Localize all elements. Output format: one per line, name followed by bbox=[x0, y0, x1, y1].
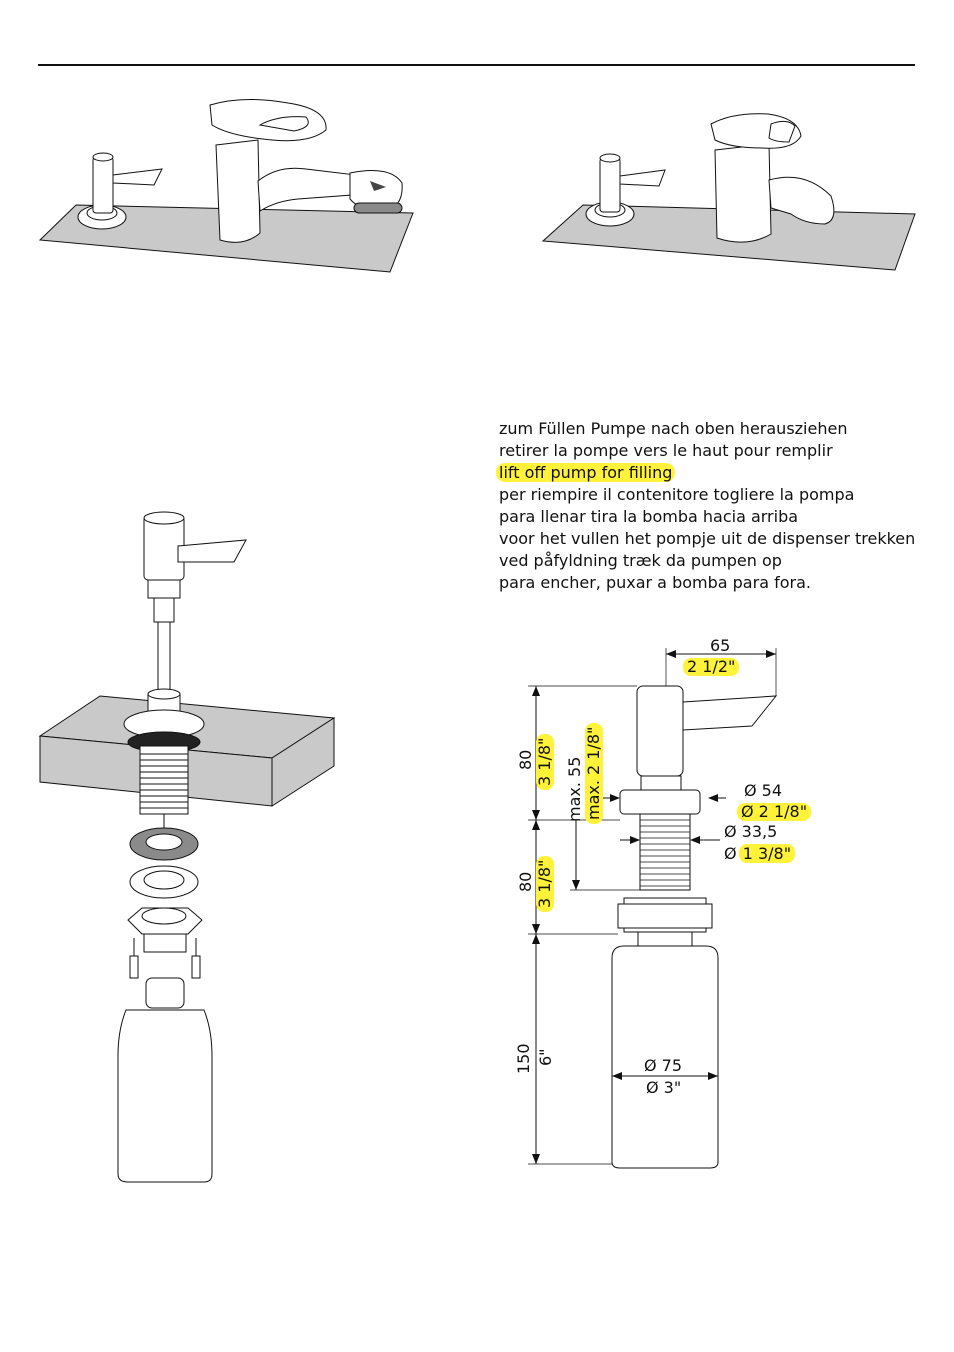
exploded-assembly-illustration bbox=[38, 511, 336, 1183]
dim-shank-mm: Ø 33,5 bbox=[724, 822, 778, 841]
dim-width-mm: 65 bbox=[710, 636, 731, 655]
instruction-da: ved påfyldning træk da pumpen op bbox=[499, 551, 782, 570]
dim-max-in: max. 2 1/8" bbox=[584, 722, 603, 824]
dim-shank-in-row: Ø 1 3/8" bbox=[724, 844, 796, 863]
dim-bottle-height-mm: 150 bbox=[514, 1043, 533, 1074]
dim-shank-in-prefix: Ø bbox=[724, 844, 737, 863]
header-rule bbox=[38, 64, 915, 66]
faucet-standard-illustration bbox=[541, 113, 916, 271]
instruction-it: per riempire il contenitore togliere la … bbox=[499, 485, 855, 504]
dim-height-mid-in: 3 1/8" bbox=[535, 855, 554, 912]
dim-bottle-height-in: 6" bbox=[536, 1048, 555, 1066]
dim-height-top-in: 3 1/8" bbox=[535, 733, 554, 790]
dim-width-in: 2 1/2" bbox=[683, 658, 740, 676]
dim-flange-mm: Ø 54 bbox=[744, 781, 783, 800]
dim-height-top-mm: 80 bbox=[516, 749, 535, 770]
dim-bottle-diameter-mm: Ø 75 bbox=[644, 1056, 683, 1075]
dimension-drawing bbox=[528, 648, 778, 1169]
instruction-en-highlight: lift off pump for filling bbox=[496, 463, 676, 482]
dim-bottle-diameter-in: Ø 3" bbox=[646, 1078, 682, 1097]
instruction-de: zum Füllen Pumpe nach oben herausziehen bbox=[499, 419, 848, 438]
instruction-es: para llenar tira la bomba hacia arriba bbox=[499, 507, 799, 526]
filling-instructions: zum Füllen Pumpe nach oben herausziehen … bbox=[496, 418, 916, 594]
instruction-en: lift off pump for filling bbox=[496, 462, 915, 484]
instruction-pt: para encher, puxar a bomba para fora. bbox=[499, 573, 811, 592]
instruction-fr: retirer la pompe vers le haut pour rempl… bbox=[499, 441, 833, 460]
dim-max-mm: max. 55 bbox=[565, 756, 584, 822]
dim-flange-in: Ø 2 1/8" bbox=[737, 803, 812, 821]
dim-height-mid-mm: 80 bbox=[516, 871, 535, 892]
faucet-with-spray-illustration bbox=[38, 98, 414, 273]
dim-shank-in: 1 3/8" bbox=[738, 844, 796, 863]
instruction-nl: voor het vullen het pompje uit de dispen… bbox=[499, 529, 916, 548]
